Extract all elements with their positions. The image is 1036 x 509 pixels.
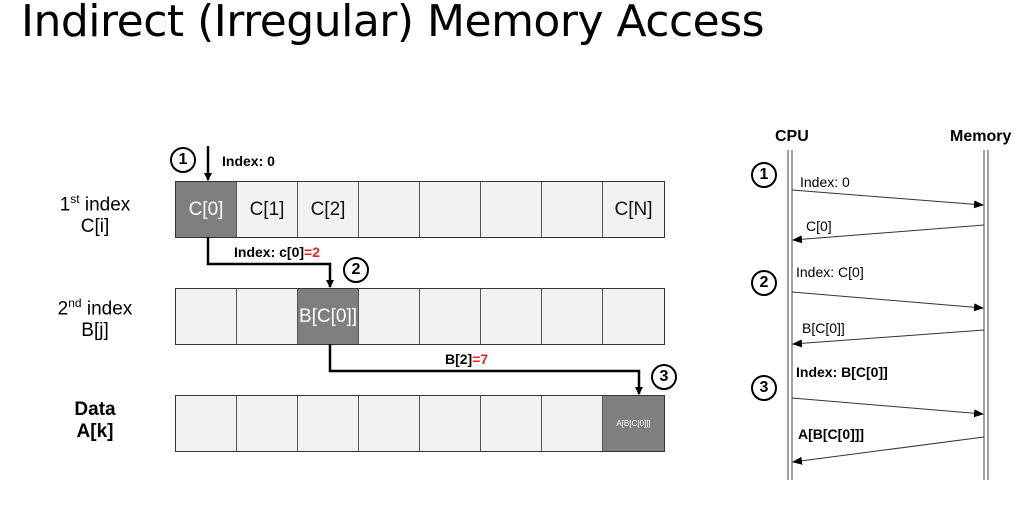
array-cell bbox=[420, 289, 481, 344]
cpu-label: CPU bbox=[775, 128, 809, 145]
array-b: B[C[0]] bbox=[175, 288, 665, 345]
arrow-step-3 bbox=[328, 344, 643, 395]
message-label: Index: 0 bbox=[800, 174, 850, 190]
array-cell: B[C[0]] bbox=[298, 289, 359, 344]
array-cell bbox=[420, 396, 481, 451]
step-3-label: B[2]=7 bbox=[445, 351, 489, 367]
row-label-var: C[i] bbox=[80, 216, 110, 238]
row-label-data: Data A[k] bbox=[74, 399, 116, 442]
sequence-step-2-marker: 2 bbox=[751, 270, 777, 296]
array-cell: C[1] bbox=[237, 182, 298, 237]
sequence-step-3-marker: 3 bbox=[751, 375, 777, 401]
array-cell bbox=[542, 289, 603, 344]
row-label-second-index: 2nd index B[j] bbox=[40, 292, 150, 342]
step-2-label: Index: c[0]=2 bbox=[234, 244, 320, 260]
array-a: A[B[C[0]]] bbox=[175, 395, 665, 452]
message-label: Index: C[0] bbox=[796, 264, 864, 280]
array-cell bbox=[237, 289, 298, 344]
array-cell bbox=[176, 289, 237, 344]
array-cell bbox=[542, 396, 603, 451]
step-1-label: Index: 0 bbox=[222, 153, 275, 169]
step-1-marker: 1 bbox=[170, 147, 196, 173]
array-cell bbox=[542, 182, 603, 237]
array-cell bbox=[481, 289, 542, 344]
array-cell bbox=[603, 289, 664, 344]
message-arrow bbox=[792, 224, 985, 244]
step-2-marker: 2 bbox=[343, 257, 369, 283]
array-cell: C[N] bbox=[603, 182, 664, 237]
message-arrow bbox=[792, 329, 985, 348]
message-label: B[C[0]] bbox=[802, 320, 845, 336]
array-c: C[0] C[1] C[2] C[N] bbox=[175, 181, 665, 238]
array-cell bbox=[359, 289, 420, 344]
array-cell: C[0] bbox=[176, 182, 237, 237]
array-cell bbox=[481, 396, 542, 451]
message-label: Index: B[C[0]] bbox=[796, 364, 888, 380]
array-cell bbox=[237, 396, 298, 451]
array-cell bbox=[176, 396, 237, 451]
row-label-var: B[j] bbox=[81, 320, 109, 342]
array-cell bbox=[420, 182, 481, 237]
message-label: A[B[C[0]]] bbox=[798, 426, 865, 442]
step-3-marker: 3 bbox=[651, 364, 677, 390]
array-cell bbox=[359, 396, 420, 451]
message-label: C[0] bbox=[806, 218, 832, 234]
message-arrow bbox=[792, 436, 985, 465]
message-arrow bbox=[791, 397, 984, 418]
message-arrow bbox=[791, 291, 984, 312]
array-cell: A[B[C[0]]] bbox=[603, 396, 664, 451]
memory-label: Memory bbox=[950, 128, 1012, 145]
arrow-step-2 bbox=[206, 237, 334, 288]
row-label-first-index: 1st index C[i] bbox=[40, 188, 150, 238]
array-cell bbox=[298, 396, 359, 451]
page-title: Indirect (Irregular) Memory Access bbox=[21, 0, 765, 47]
array-cell: C[2] bbox=[298, 182, 359, 237]
sequence-step-1-marker: 1 bbox=[751, 162, 777, 188]
array-cell bbox=[481, 182, 542, 237]
array-cell bbox=[359, 182, 420, 237]
message-arrow bbox=[791, 189, 984, 209]
